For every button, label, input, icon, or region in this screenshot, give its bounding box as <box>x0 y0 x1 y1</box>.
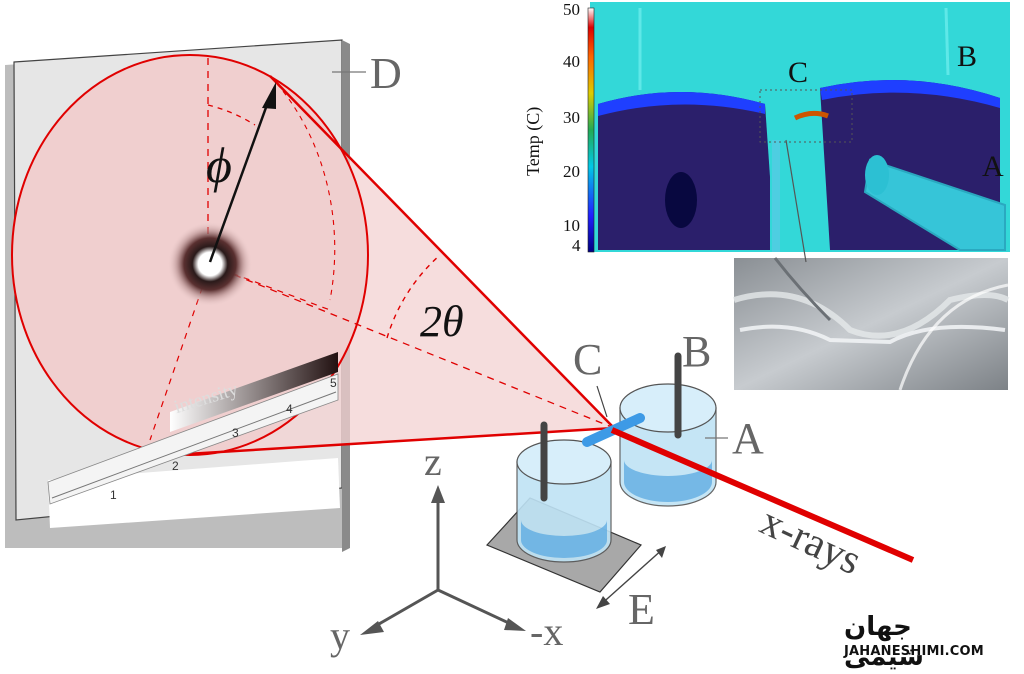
label-container-b: B <box>682 327 712 376</box>
label-axis-neg-x: -x <box>530 609 564 654</box>
ruler-number-2: 2 <box>172 459 179 473</box>
cup-left <box>516 421 612 563</box>
ruler-number-1: 1 <box>110 488 117 502</box>
thermal-image <box>587 2 1010 253</box>
label-axis-z: z <box>424 439 442 484</box>
label-detector: D <box>370 49 402 98</box>
label-phi: ϕ <box>206 137 232 193</box>
thermal-label-c: C <box>788 56 809 89</box>
colorbar-tick-50: 50 <box>563 0 580 19</box>
site-logo: جهان شیمی JAHANESHIMI.COM <box>844 612 1016 672</box>
colorbar-title: Temp (C) <box>523 106 543 176</box>
label-container-a: A <box>732 414 764 463</box>
ruler-number-4: 4 <box>286 402 293 416</box>
label-two-theta: 2θ <box>420 297 464 346</box>
xray-beam <box>610 427 915 563</box>
ruler-number-5: 5 <box>330 376 337 390</box>
colorbar-tick-30: 30 <box>563 108 580 127</box>
intensity-ruler <box>47 352 340 528</box>
thermal-label-a: A <box>982 150 1004 183</box>
colorbar-tick-4: 4 <box>572 236 581 255</box>
colorbar-tick-10: 10 <box>563 216 580 235</box>
colorbar-tick-40: 40 <box>563 52 580 71</box>
label-stage-e: E <box>628 585 655 634</box>
thermal-label-b: B <box>957 40 978 73</box>
leader-lines <box>332 71 728 439</box>
ruler-number-3: 3 <box>232 426 239 440</box>
label-bridge-c: C <box>573 335 603 384</box>
phi-arrow <box>208 82 276 263</box>
colorbar-tick-20: 20 <box>563 162 580 181</box>
logo-persian-text: جهان شیمی <box>844 612 924 672</box>
logo-url-text: JAHANESHIMI.COM <box>844 644 984 659</box>
diffraction-pattern <box>168 222 252 306</box>
cup-a <box>619 352 717 507</box>
label-axis-y: y <box>330 613 350 658</box>
photo-inset <box>733 139 1010 391</box>
axes <box>360 485 526 635</box>
